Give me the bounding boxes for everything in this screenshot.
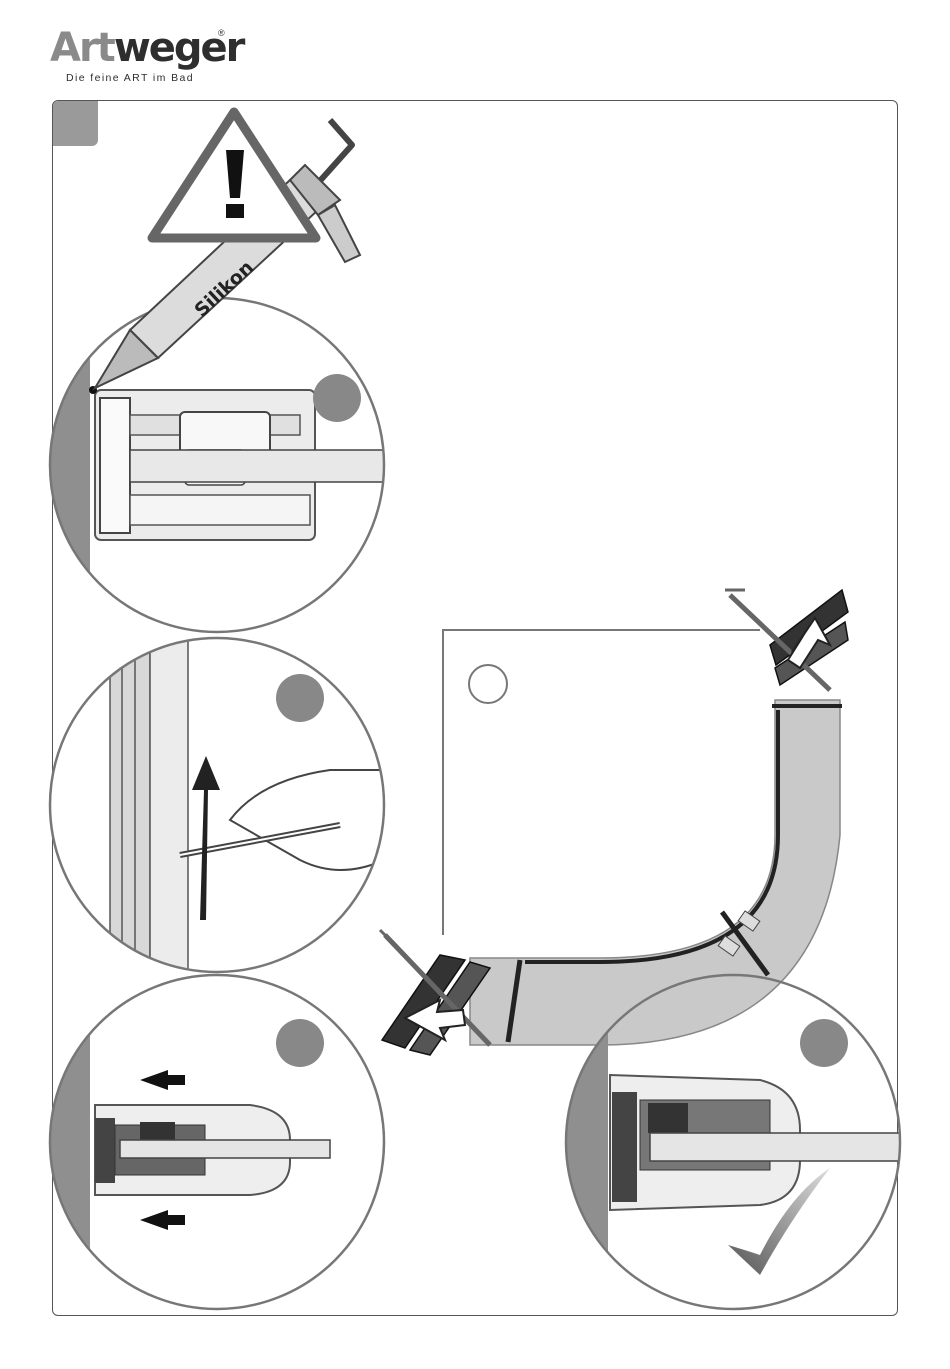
step-marker-empty [469,665,507,703]
warning-triangle-icon [152,112,316,238]
step-marker [313,374,361,422]
detail-circle-profile-slide [50,975,384,1315]
step-marker [276,674,324,722]
detail-circle-seal-removal [50,638,384,972]
wall-profile-top-right [725,590,848,690]
glass-edge [650,1133,900,1161]
step-marker [276,1019,324,1067]
arrow-left-icon [140,1070,185,1090]
shower-plan-view [380,590,848,1055]
glass-edge [120,1140,330,1158]
detail-circle-silicone [50,298,390,638]
step-marker [800,1019,848,1067]
glass-edge [130,450,390,482]
arrow-left-icon [140,1210,185,1230]
